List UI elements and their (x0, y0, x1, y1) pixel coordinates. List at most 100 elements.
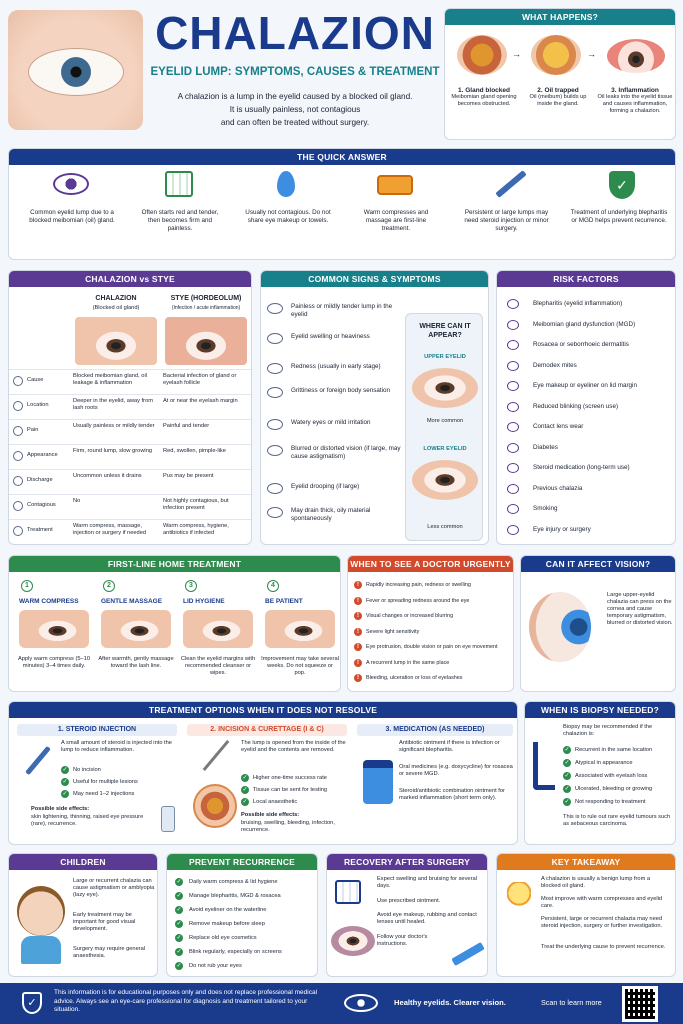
risk-icon (507, 504, 519, 514)
biopsy-title: WHEN IS BIOPSY NEEDED? (525, 702, 675, 718)
warning-icon: ! (354, 658, 362, 667)
medication-text: Oral medicines (e.g. doxycycline) for ro… (399, 764, 513, 777)
intro-text: A chalazion is a lump in the eyelid caus… (177, 92, 413, 127)
quick-answer-text: Usually not contagious. Do not share eye… (245, 209, 331, 224)
slogan: Healthy eyelids. Clearer vision. (394, 998, 506, 1007)
step-text: Meibomian gland opening becomes obstruct… (451, 94, 517, 107)
symptom-text: Eyelid drooping (if large) (291, 483, 360, 490)
prevent-item: Daily warm compress & lid hygiene (189, 879, 278, 885)
warning-icon: ! (354, 643, 362, 651)
incision-point: Local anaesthetic (253, 799, 298, 805)
biopsy-item: Associated with eyelash loss (575, 773, 648, 779)
vs-stye-title: CHALAZION vs STYE (9, 271, 251, 287)
step-illustration (183, 610, 253, 648)
quick-answer-text: Persistent or large lumps may need stero… (464, 209, 549, 232)
chalazion-cell: Firm, round lump, slow growing (73, 448, 153, 454)
medication-title: 3. MEDICATION (AS NEEDED) (357, 724, 513, 736)
warning-icon: ! (354, 674, 362, 682)
incision-point: Tissue can be sent for testing (253, 787, 328, 793)
risk-text: Contact lens wear (533, 423, 584, 430)
children-text: Large or recurrent chalazia can cause as… (73, 878, 155, 898)
oil-trapped-image (531, 35, 581, 75)
chalazion-cell: Blocked meibomian gland, oil leakage & i… (73, 373, 147, 386)
home-step: 4 BE PATIENT Improvement may take severa… (261, 578, 339, 690)
row-label: Appearance (27, 452, 58, 458)
takeaway-text: Treat the underlying cause to prevent re… (541, 944, 666, 950)
risk-icon (507, 360, 519, 371)
incision-side-title: Possible side effects: (241, 812, 300, 818)
chalazion-cell: Usually painless or mildly tender (73, 423, 155, 429)
risk-text: Steroid medication (long-term use) (533, 464, 630, 471)
symptom-text: Grittiness or foreign body sensation (291, 387, 391, 394)
page-subtitle: EYELID LUMP: SYMPTOMS, CAUSES & TREATMEN… (150, 66, 440, 78)
warning-icon: ! (354, 612, 362, 620)
treatment-options-card: TREATMENT OPTIONS WHEN IT DOES NOT RESOL… (8, 701, 518, 845)
check-icon: ✓ (175, 892, 183, 900)
eye-icon (267, 483, 283, 494)
steroid-point: Useful for multiple lesions (73, 779, 138, 785)
biopsy-note: This is to rule out rare eyelid tumours … (563, 814, 671, 827)
biopsy-card: WHEN IS BIOPSY NEEDED? Biopsy may be rec… (524, 701, 676, 845)
arrow-icon: → (512, 49, 521, 59)
vs-stye-card: CHALAZION vs STYE CHALAZION (Blocked oil… (8, 270, 252, 545)
steroid-side: skin lightening, thinning, raised eye pr… (31, 814, 144, 827)
recovery-text: Follow your doctor's instructions. (377, 934, 428, 947)
qr-code[interactable] (622, 986, 658, 1022)
col-stye: STYE (HORDEOLUM) (170, 295, 242, 302)
check-icon: ✓ (61, 790, 69, 798)
risk-icon (507, 483, 519, 494)
symptom-text: Watery eyes or mild irritation (291, 419, 371, 426)
calendar-icon (335, 880, 361, 904)
step-text: Clean the eyelid margins with recommende… (180, 656, 256, 676)
stye-cell: Red, swollen, pimple-like (163, 448, 226, 454)
incision-point: Higher one-time success rate (253, 775, 327, 781)
check-icon: ✓ (563, 759, 571, 767)
comparison-row: Pain Usually painless or mildly tender P… (9, 419, 251, 444)
risk-icon (507, 442, 519, 453)
step-text: Oil leaks into the eyelid tissue and cau… (597, 94, 673, 114)
urgent-text: Severe light sensitivity (366, 628, 420, 635)
step-illustration (19, 610, 89, 648)
row-icon (13, 426, 23, 436)
incision-title: 2. INCISION & CURETTAGE (I & C) (187, 724, 347, 736)
arrow-icon: → (587, 49, 596, 59)
check-icon: ✓ (241, 786, 249, 794)
eye-icon (267, 507, 283, 518)
prevent-item: Replace old eye cosmetics (189, 935, 257, 941)
children-text: Early treatment may be important for goo… (73, 912, 136, 932)
eye-cross-section-image (529, 592, 591, 662)
calendar-icon (165, 171, 193, 197)
risk-text: Diabetes (533, 443, 558, 451)
upper-eyelid-image (412, 368, 478, 408)
risk-text: Previous chalazia (533, 484, 583, 492)
step-illustration (101, 610, 171, 648)
treatment-options-title: TREATMENT OPTIONS WHEN IT DOES NOT RESOL… (9, 702, 517, 718)
risk-icon (507, 319, 519, 330)
recovery-card: RECOVERY AFTER SURGERY Expect swelling a… (326, 853, 488, 977)
takeaway-card: KEY TAKEAWAY A chalazion is usually a be… (496, 853, 676, 977)
warm-compress-icon (377, 175, 413, 195)
vision-text: Large upper-eyelid chalazia can press on… (607, 592, 673, 626)
header-eye-image (8, 10, 143, 130)
step-title: BE PATIENT (265, 598, 303, 605)
risk-factors-title: RISK FACTORS (497, 271, 675, 287)
page-title: CHALAZION (155, 7, 435, 59)
incision-intro: The lump is opened from the inside of th… (241, 740, 346, 753)
prevent-card: PREVENT RECURRENCE ✓ Daily warm compress… (166, 853, 318, 977)
biopsy-item: Recurrent in the same location (575, 747, 653, 753)
row-label: Contagious (27, 502, 56, 508)
check-icon: ✓ (175, 878, 183, 886)
incision-side: bruising, swelling, bleeding, infection,… (241, 820, 335, 833)
row-icon (13, 526, 23, 536)
shield-check-icon: ✓ (609, 171, 635, 199)
quick-answer-card: THE QUICK ANSWER ✓ Common eyelid lump du… (8, 148, 676, 260)
steroid-intro: A small amount of steroid is injected in… (61, 740, 172, 753)
biopsy-item: Atypical in appearance (575, 760, 633, 766)
quick-answer-text: Often starts red and tender, then become… (141, 209, 219, 232)
quick-answer-text: Warm compresses and massage are first-li… (363, 209, 429, 232)
child-image (17, 886, 65, 936)
risk-text: Rosacea or seborrhoeic dermatitis (533, 341, 629, 348)
eyelid-incision-image (193, 784, 237, 828)
lightbulb-icon (507, 882, 531, 910)
